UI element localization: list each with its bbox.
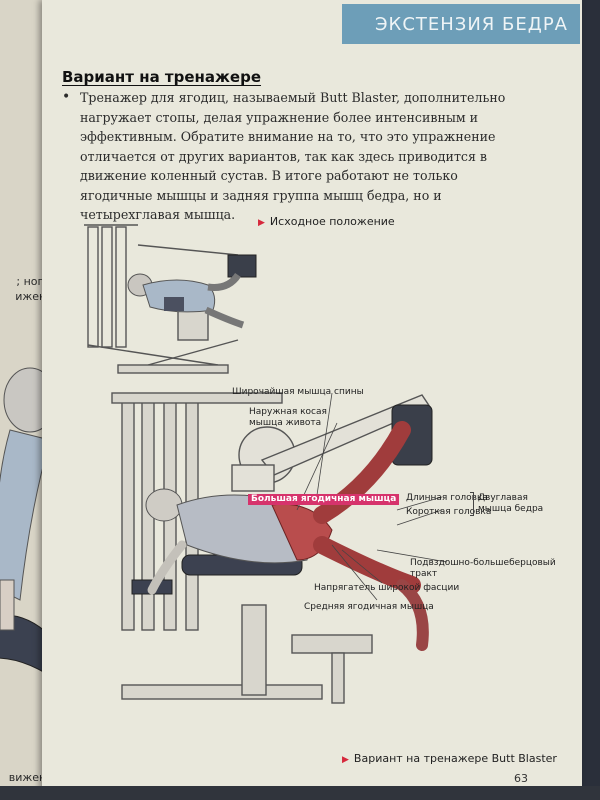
bracket-biceps-femoris	[470, 492, 474, 516]
caption-marker-icon: ▶	[258, 218, 265, 228]
caption-butt-blaster: ▶ Вариант на тренажере Butt Blaster	[342, 752, 557, 765]
label-long-head: Длинная головка	[406, 493, 488, 503]
butt-blaster-illustration	[111, 392, 448, 704]
caption-marker-icon: ▶	[342, 755, 349, 765]
paragraph-text: Тренажер для ягодиц, называемый Butt Bla…	[80, 90, 506, 222]
body-paragraph: • Тренажер для ягодиц, называемый Butt B…	[62, 88, 534, 225]
label-latissimus: Широчайшая мышца спины	[232, 387, 364, 397]
label-gluteus-maximus: Большая ягодичная мышца	[248, 494, 400, 505]
label-it-tract-1: Подвздошно-большеберцовый	[410, 558, 556, 568]
label-tfl: Напрягатель широкой фасции	[314, 583, 460, 593]
label-external-oblique-2: мышца живота	[249, 418, 322, 428]
label-short-head: Короткая головка	[406, 507, 492, 517]
bullet-icon: •	[62, 89, 71, 105]
caption-butt-blaster-text: Вариант на тренажере Butt Blaster	[353, 752, 557, 765]
page-number: 63	[514, 772, 528, 785]
label-gluteus-medius: Средняя ягодичная мышца	[304, 602, 434, 612]
caption-start-text: Исходное положение	[269, 215, 395, 228]
table-surface	[0, 786, 600, 800]
label-it-tract-2: тракт	[410, 569, 438, 579]
label-biceps-femoris-2: мышца бедра	[478, 504, 544, 514]
label-biceps-femoris-1: Двуглавая	[478, 493, 528, 503]
start-position-illustration	[84, 224, 257, 374]
section-title: Вариант на тренажере	[62, 68, 262, 86]
book-page: ЭКСТЕНЗИЯ БЕДРА Вариант на тренажере • Т…	[42, 0, 582, 800]
label-external-oblique-1: Наружная косая	[249, 407, 327, 417]
chapter-header: ЭКСТЕНЗИЯ БЕДРА	[342, 4, 580, 44]
caption-start-position: ▶ Исходное положение	[258, 215, 395, 228]
